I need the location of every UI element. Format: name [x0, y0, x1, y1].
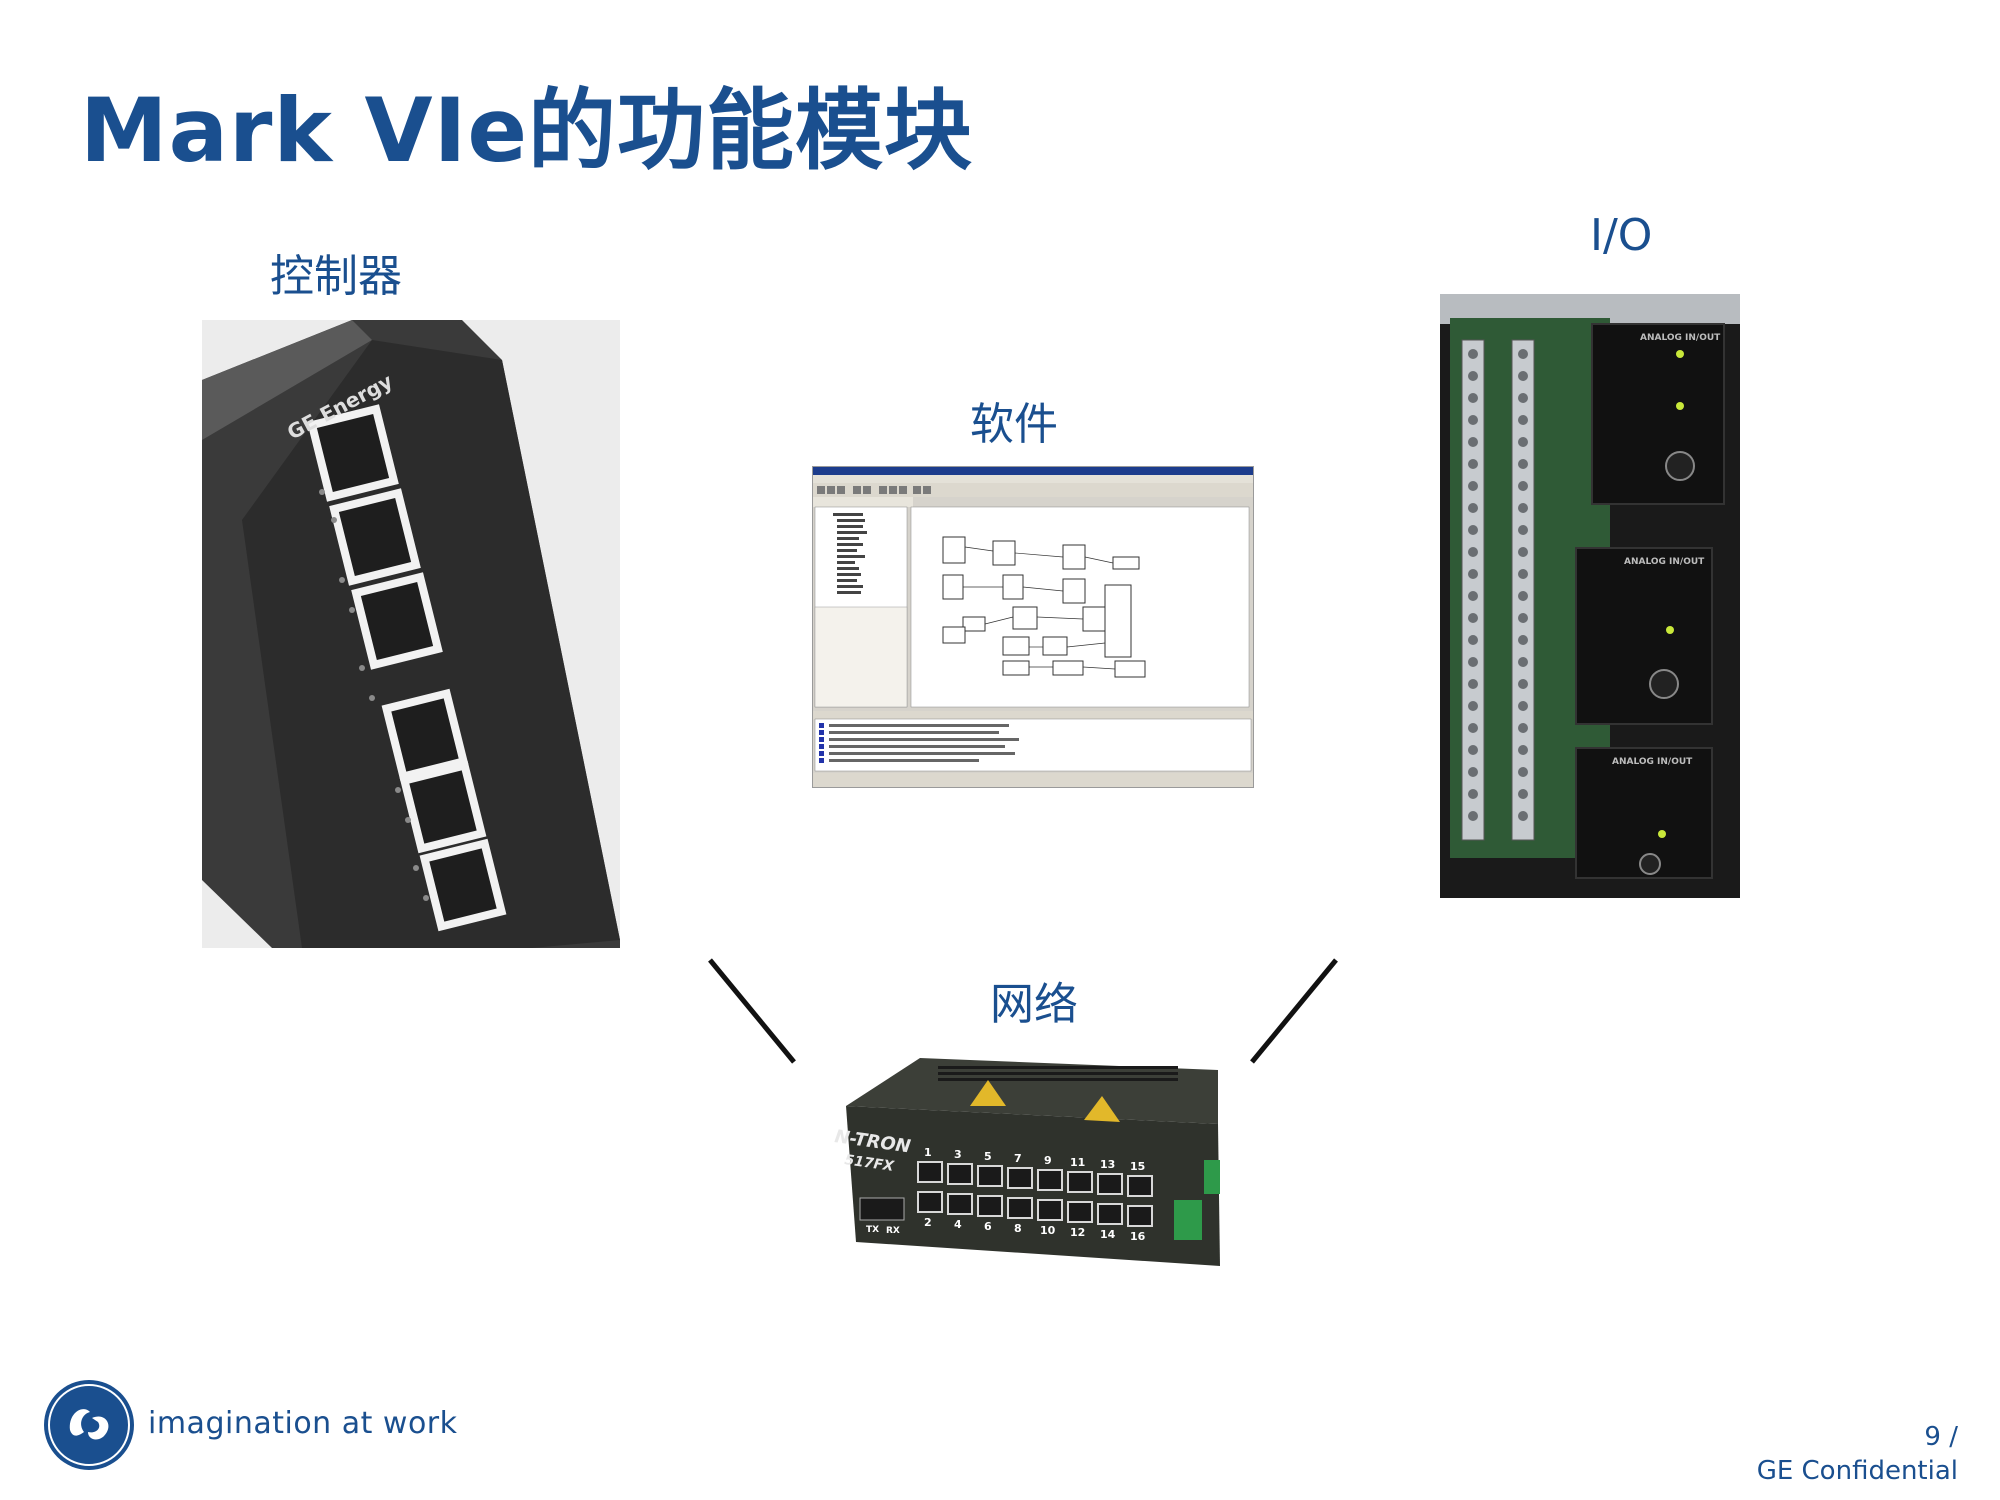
switch-port-top-5: 9: [1044, 1154, 1052, 1167]
caption-software: 软件: [970, 399, 1058, 450]
caption-controller: 控制器: [270, 251, 402, 302]
switch-port-bottom-5: 10: [1040, 1224, 1056, 1237]
switch-port-top-4: 7: [1014, 1152, 1022, 1165]
switch-port-bottom-3: 6: [984, 1220, 992, 1233]
switch-port-bottom-1: 2: [924, 1216, 932, 1229]
page-number: 9 /: [1924, 1422, 1958, 1452]
software-screenshot: [812, 466, 1254, 788]
slide-title: Mark VIe的功能模块: [80, 79, 974, 182]
io-module-label-3: ANALOG IN/OUT: [1612, 757, 1693, 767]
switch-port-bottom-4: 8: [1014, 1222, 1022, 1235]
caption-network: 网络: [990, 979, 1078, 1030]
switch-port-top-3: 5: [984, 1150, 992, 1163]
network-switch-photo: N-TRON 517FX 1 3 5 7 9 11 13 15 2 4 6 8 …: [820, 1050, 1240, 1290]
connector-right: [1250, 958, 1338, 1064]
switch-port-bottom-6: 12: [1070, 1226, 1085, 1239]
switch-port-top-8: 15: [1130, 1160, 1145, 1173]
switch-port-bottom-8: 16: [1130, 1230, 1146, 1243]
confidential-notice: GE Confidential: [1756, 1456, 1958, 1486]
switch-port-bottom-2: 4: [954, 1218, 962, 1231]
ge-logo: [42, 1378, 136, 1472]
switch-port-top-1: 1: [924, 1146, 932, 1159]
switch-port-top-2: 3: [954, 1148, 962, 1161]
switch-port-top-7: 13: [1100, 1158, 1115, 1171]
controller-photo: GE Energy: [202, 320, 620, 948]
switch-tx-label: TX: [866, 1225, 879, 1235]
io-module-label-2: ANALOG IN/OUT: [1624, 557, 1705, 567]
switch-rx-label: RX: [886, 1226, 900, 1236]
switch-model: 517FX: [843, 1152, 896, 1175]
caption-io: I/O: [1590, 210, 1653, 261]
footer-tagline: imagination at work: [148, 1406, 458, 1441]
io-module-photo: ANALOG IN/OUT ANALOG IN/OUT ANALOG IN/OU…: [1440, 294, 1740, 898]
switch-port-top-6: 11: [1070, 1156, 1085, 1169]
switch-port-bottom-7: 14: [1100, 1228, 1116, 1241]
connector-left: [708, 958, 796, 1064]
io-module-label-1: ANALOG IN/OUT: [1640, 333, 1721, 343]
